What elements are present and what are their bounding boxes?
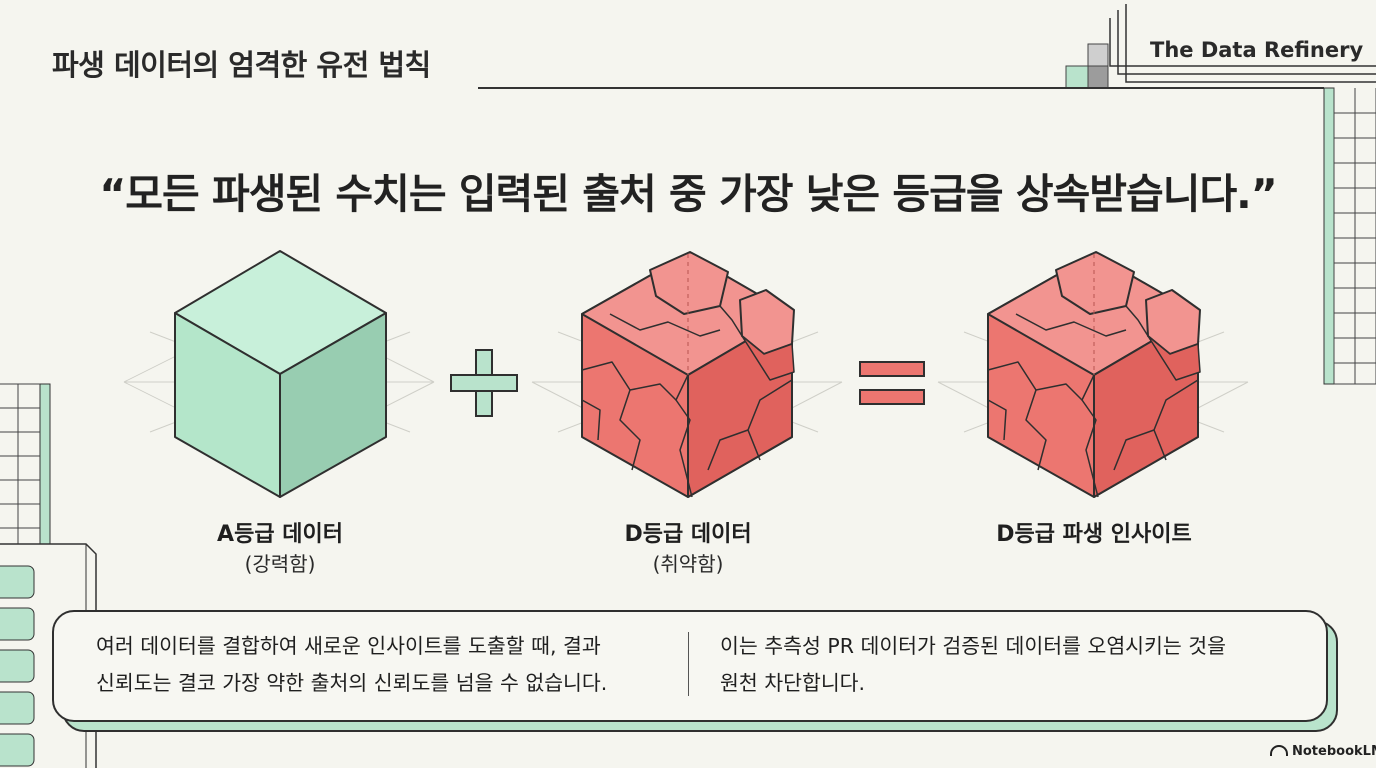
cube-weak-label: D등급 데이터 (624, 522, 752, 547)
grid-panel-right (1323, 87, 1376, 385)
cube-weak-sublabel: (취약함) (652, 552, 724, 576)
cube-strong-sublabel: (강력함) (244, 552, 316, 576)
cube-weak-group (531, 251, 843, 498)
page-title: 파생 데이터의 엄격한 유전 법칙 (52, 48, 431, 82)
notebooklm-logo: NotebookLM (1270, 744, 1376, 759)
summary-box (52, 610, 1328, 722)
summary-right-text: 이는 추측성 PR 데이터가 검증된 데이터를 오염시키는 것을 원천 차단합니… (720, 634, 1226, 695)
plus-operator-icon (450, 349, 518, 417)
equals-operator-icon (859, 361, 925, 405)
cube-strong-label: A등급 데이터 (217, 522, 343, 547)
cube-derived-label: D등급 파생 인사이트 (996, 522, 1192, 547)
grid-panel-left (0, 383, 97, 768)
summary-left-text: 여러 데이터를 결합하여 새로운 인사이트를 도출할 때, 결과 신뢰도는 결코… (96, 634, 608, 695)
title-divider (478, 87, 1324, 89)
cube-strong-right (279, 312, 387, 498)
cube-strong-group (123, 250, 435, 498)
summary-divider (688, 632, 689, 696)
corner-decoration-top-right (1109, 4, 1376, 83)
brand-label: The Data Refinery (1150, 38, 1364, 62)
notebooklm-logo-text: NotebookLM (1292, 744, 1376, 759)
headline-quote: “모든 파생된 수치는 입력된 출처 중 가장 낮은 등급을 상속받습니다.” (99, 170, 1277, 218)
cube-derived-group (937, 251, 1249, 498)
notebooklm-logo-icon (1270, 745, 1288, 756)
